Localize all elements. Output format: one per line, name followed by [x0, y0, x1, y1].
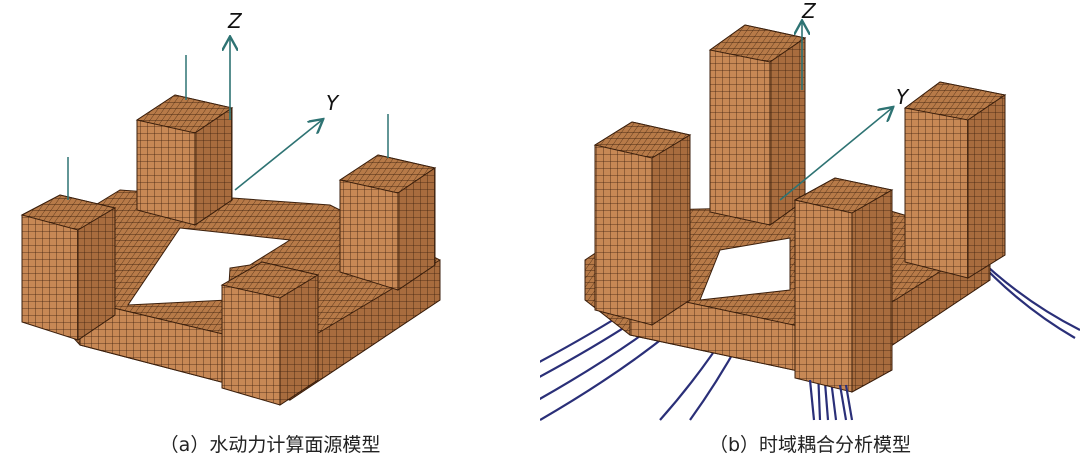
moonpool-opening [127, 227, 292, 306]
hydrodynamic-surface-mesh-figure: Z Y [20, 9, 441, 406]
coordinate-axes: Z Y [227, 9, 340, 191]
column-front [220, 261, 320, 406]
panel-coupled-model: Z Y （b）时域耦合分析模型 [540, 0, 1080, 462]
column-left [20, 194, 117, 341]
column-reference-lines [67, 55, 389, 200]
time-domain-coupled-model-figure: Z Y [540, 0, 1080, 421]
moonpool-opening [699, 237, 791, 301]
mooring-line [838, 384, 848, 421]
panel-hydrodynamic-model: Z Y （a）水动力计算面源模型 [20, 9, 441, 456]
z-axis-label: Z [801, 0, 817, 23]
z-axis-label: Z [227, 9, 243, 33]
mooring-line [808, 379, 816, 421]
column-right [338, 154, 437, 291]
y-axis-label: Y [896, 85, 910, 109]
mooring-lines-front [808, 379, 854, 421]
panel-a-caption: （a）水动力计算面源模型 [159, 434, 381, 456]
column-front [793, 177, 894, 393]
column-back [135, 94, 234, 226]
coordinate-axes: Z Y [779, 0, 910, 201]
y-axis-arrow [234, 120, 322, 191]
y-axis-arrow [779, 108, 892, 201]
column-back [708, 24, 807, 226]
y-axis-label: Y [326, 91, 340, 115]
column-left [593, 121, 692, 326]
panel-b-caption: （b）时域耦合分析模型 [708, 434, 912, 456]
column-right [903, 81, 1007, 279]
mooring-line [844, 384, 854, 421]
